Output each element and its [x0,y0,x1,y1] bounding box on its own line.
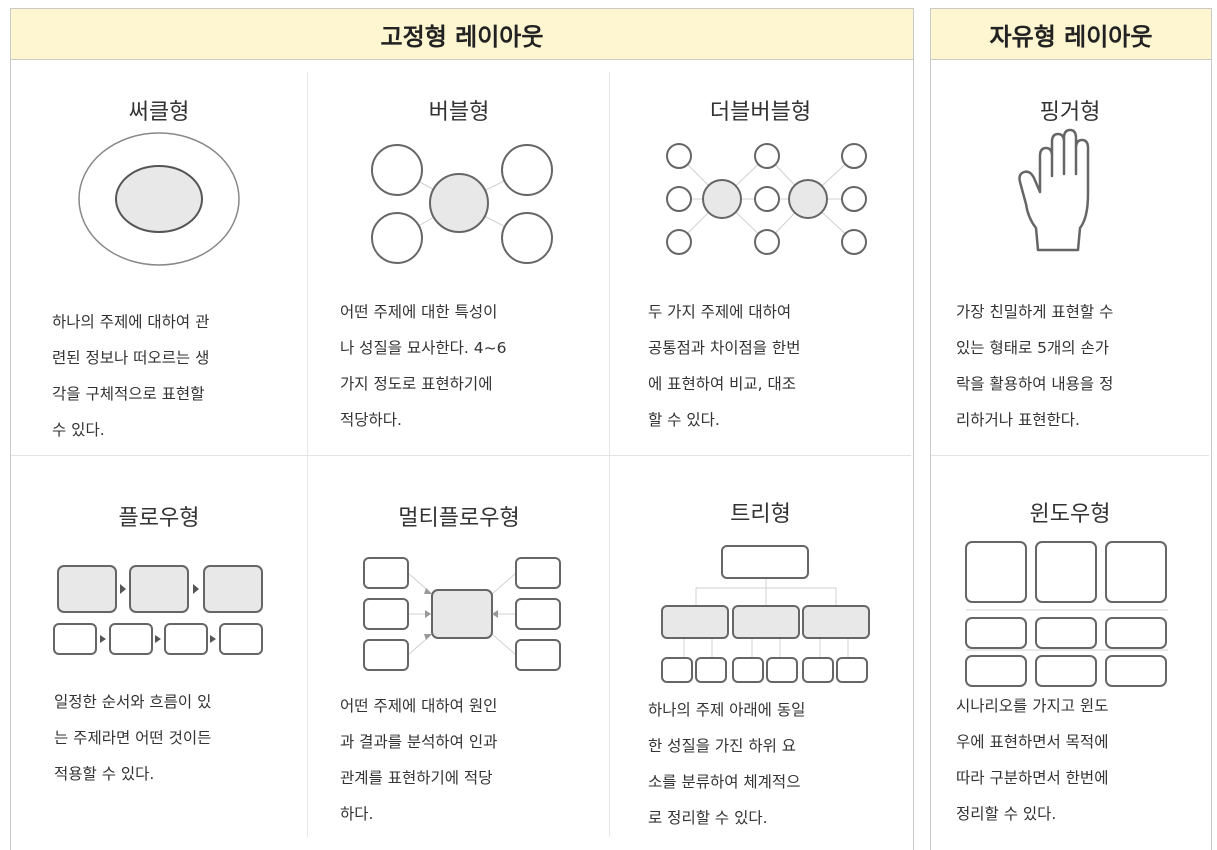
multi-flow-map-icon [363,557,561,671]
cell-description: 시나리오를 가지고 윈도 우에 표현하면서 목적에 따라 구분하면서 한번에 정… [956,697,1109,823]
double-bubble-map-icon [666,143,867,255]
row-divider [931,455,1209,456]
cell-description: 두 가지 주제에 대하여 공통점과 차이점을 한번 에 표현하여 비교, 대조 … [648,303,801,429]
multi-flow-map-cell: 멀티플로우형 어떤 주제에 대하여 원인 과 결과를 분석하여 인과 관계를 표… [308,456,610,849]
circle-map-cell: 써클형 하나의 주제에 대하여 관 련된 정보나 떠오르는 생 각을 구체적으로… [10,58,308,455]
tree-map-icon [661,545,870,683]
flow-map-icon [53,565,263,655]
fixed-layout-header: 고정형 레이아웃 [11,9,913,60]
cell-description: 어떤 주제에 대한 특성이 나 성질을 묘사한다. 4~6 가지 정도로 표현하… [340,303,507,429]
circle-map-icon [78,132,240,266]
column-divider [609,72,610,837]
column-divider [307,72,308,837]
cell-description: 가장 친밀하게 표현할 수 있는 형태로 5개의 손가 락을 활용하여 내용을 … [956,303,1114,429]
cell-description: 하나의 주제 아래에 동일 한 성질을 가진 하위 요 소를 분류하여 체계적으… [648,701,806,827]
cell-description: 일정한 순서와 흐름이 있 는 주제라면 어떤 것이든 적용할 수 있다. [54,693,212,783]
cell-title: 윈도우형 [1029,502,1111,527]
row-divider [11,455,911,456]
cell-description: 하나의 주제에 대하여 관 련된 정보나 떠오르는 생 각을 구체적으로 표현할… [52,313,210,439]
cell-title: 핑거형 [1039,100,1101,125]
bubble-map-cell: 버블형 어떤 주제에 대한 특성이 나 성질을 묘사한다. 4~6 가지 정도로… [308,58,610,455]
cell-title: 플로우형 [118,506,200,531]
free-layout-header: 자유형 레이아웃 [931,9,1211,60]
cell-title: 트리형 [730,502,791,527]
finger-map-cell: 핑거형 가장 친밀하게 표현할 수 있는 형태로 5개의 손가 락을 활용하여 … [930,58,1210,455]
cell-title: 멀티플로우형 [398,506,520,531]
window-map-icon [965,541,1168,687]
cell-title: 써클형 [128,100,190,125]
cell-description: 어떤 주제에 대하여 원인 과 결과를 분석하여 인과 관계를 표현하기에 적당… [340,697,498,823]
double-bubble-map-cell: 더블버블형 두 가지 주제에 대하여 공통점과 차이점을 한번 에 표현하여 비… [610,58,911,455]
flow-map-cell: 플로우형 일정한 순서와 흐름이 있 는 주제라면 어떤 것이든 적용할 수 있… [10,456,308,849]
cell-title: 버블형 [428,100,490,125]
cell-title: 더블버블형 [709,100,812,125]
tree-map-cell: 트리형 하나의 주제 아래에 동일 한 성질을 가진 하위 요 소를 분류하여 … [610,456,911,849]
bubble-map-icon [371,144,553,264]
hand-icon [1018,128,1090,252]
window-map-cell: 윈도우형 시나리오를 가지고 윈도 우에 표현하면서 목적에 따라 구분하면서 … [930,456,1210,849]
